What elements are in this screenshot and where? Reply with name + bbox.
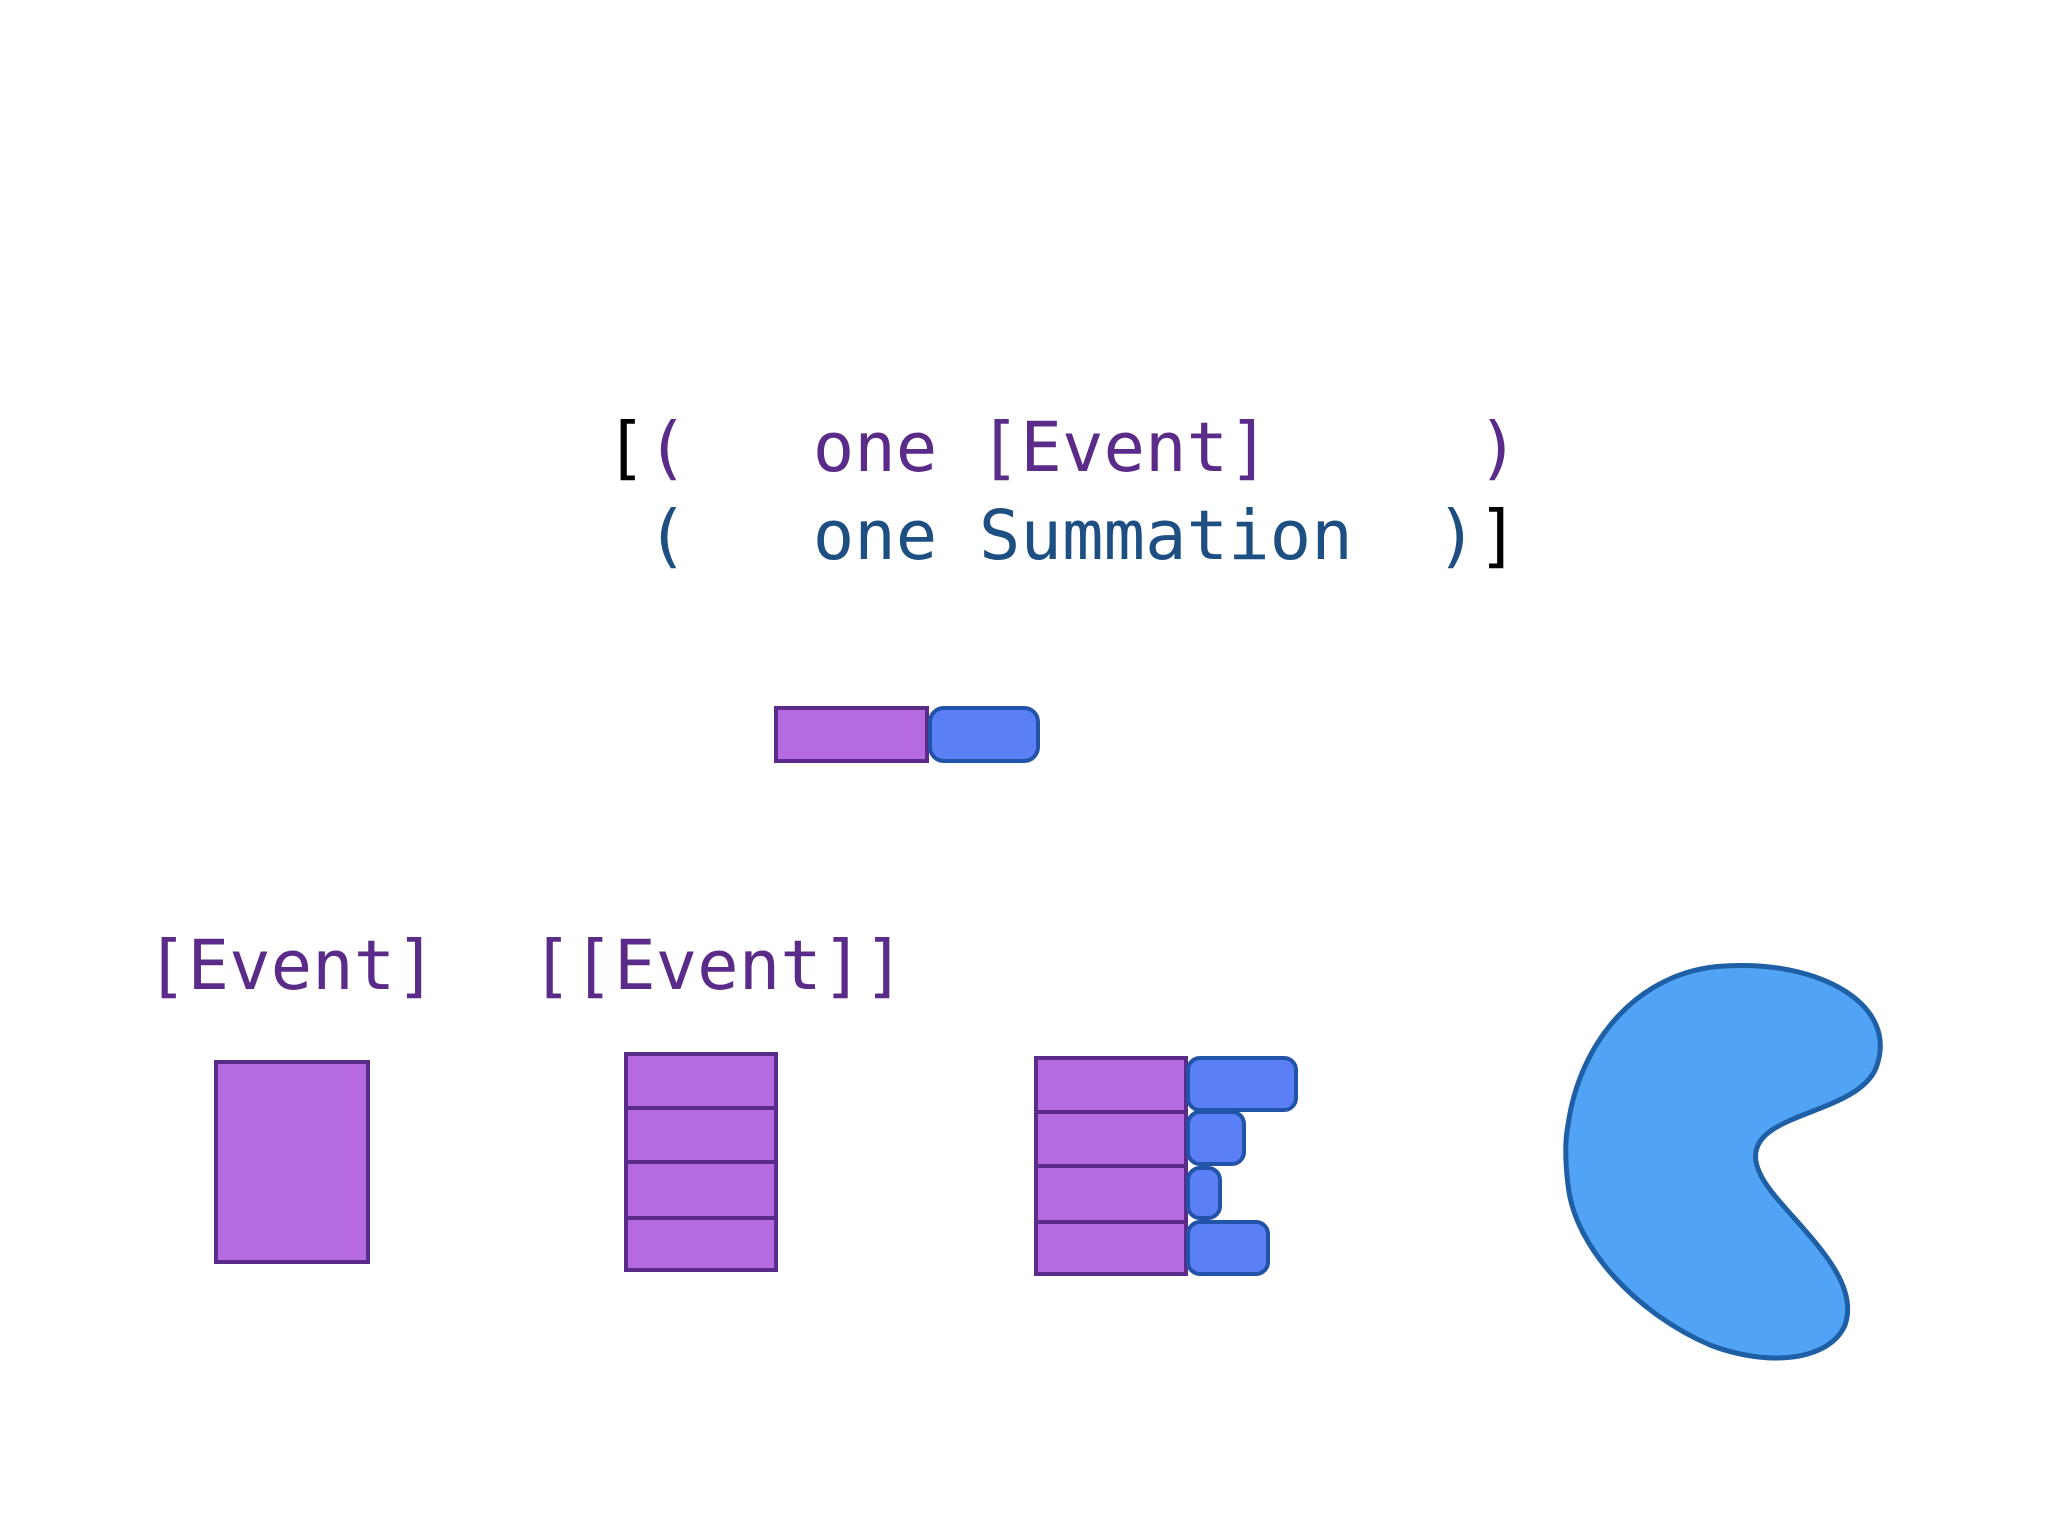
event-summation-stack-icon (1034, 1056, 1298, 1276)
paren-close: ) (1477, 408, 1519, 488)
kidney-blob-icon (1563, 962, 1883, 1361)
combo-summation-1 (1186, 1056, 1298, 1112)
combo-event-2 (1034, 1110, 1188, 1168)
blob-shape (1563, 962, 1883, 1361)
label-event-list: [[Event]] (531, 926, 905, 1006)
stack-event-4 (624, 1216, 778, 1272)
stack-event-1 (624, 1052, 778, 1110)
outer-close-bracket: ] (1477, 496, 1519, 576)
paren-open: ( (646, 496, 689, 576)
combo-summation-2 (1186, 1110, 1246, 1166)
type-one-event-list: one [Event] (812, 408, 1270, 488)
label-event: [Event] (146, 926, 437, 1006)
combo-summation-3 (1186, 1166, 1222, 1220)
single-event-block (214, 1060, 370, 1264)
paren-open: ( (646, 408, 689, 488)
combo-event-1 (1034, 1056, 1188, 1114)
combo-event-3 (1034, 1164, 1188, 1224)
expression-line-1: [( one [Event] ) (605, 406, 1519, 490)
type-one-summation: one Summation (812, 496, 1353, 576)
event-stack-icon (624, 1052, 778, 1272)
outer-open-bracket: [ (605, 408, 647, 488)
stack-event-3 (624, 1160, 778, 1220)
paren-close: ) (1435, 496, 1478, 576)
event-block-icon (214, 1060, 370, 1264)
pair-summation-block (928, 706, 1040, 763)
expression-line-2: ( one Summation )] (605, 494, 1519, 578)
combo-summation-4 (1186, 1220, 1270, 1276)
combo-event-4 (1034, 1220, 1188, 1276)
pair-event-block (774, 706, 929, 763)
event-summation-pair-icon (774, 706, 1040, 763)
stack-event-2 (624, 1106, 778, 1164)
